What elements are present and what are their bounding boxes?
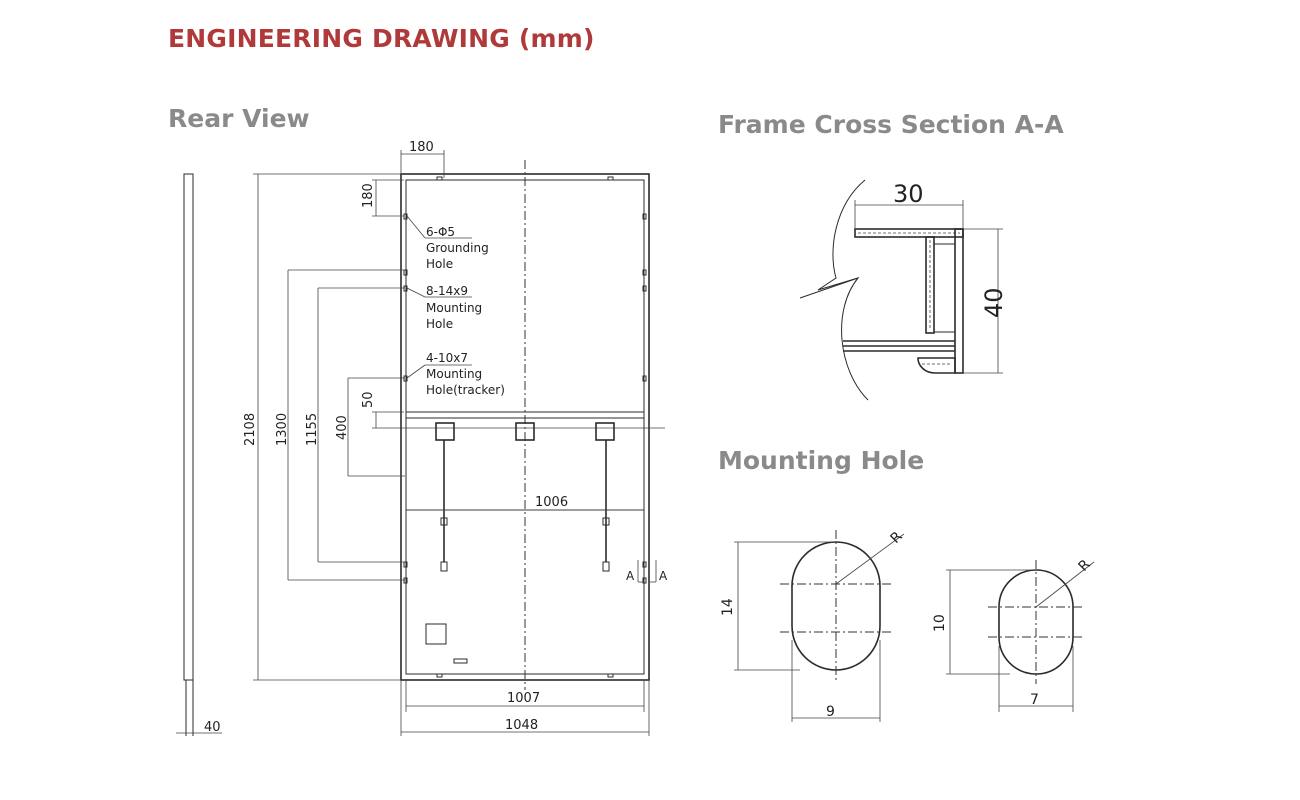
callout-grounding-line2: Hole — [426, 257, 453, 271]
dim-1006: 1006 — [535, 495, 568, 510]
rear-view-drawing: 40 — [176, 140, 668, 736]
frame-cross-section-drawing: 30 40 — [799, 179, 1008, 401]
large-hole-length: 14 — [720, 598, 736, 616]
dim-1007: 1007 — [507, 691, 540, 706]
section-marks — [637, 560, 657, 583]
barcode — [453, 658, 468, 664]
callout-tracker-line2: Hole(tracker) — [426, 383, 505, 397]
section-mark-right: A — [659, 569, 668, 583]
mounting-hole-title: Mounting Hole — [718, 446, 925, 475]
panel-outline — [372, 160, 665, 690]
dim-1300-lines — [287, 269, 405, 581]
dim-2108-lines — [253, 173, 401, 681]
dim-1048-lines — [400, 680, 650, 736]
dim-50: 50 — [361, 391, 376, 408]
small-hole-radius: R — [1076, 556, 1094, 574]
dim-1300: 1300 — [275, 413, 290, 446]
mounting-hole-large: R 14 9 — [720, 528, 906, 722]
dim-side-180-lines — [372, 179, 404, 217]
dim-top-180-lines — [400, 150, 445, 178]
dim-1048: 1048 — [505, 718, 538, 733]
break-line — [817, 179, 869, 401]
large-hole-width: 9 — [826, 704, 835, 720]
dim-top-180: 180 — [409, 140, 434, 155]
label-box — [425, 623, 447, 645]
callout-mounting-hole: 8-14x9 Mounting Hole — [406, 284, 482, 331]
dim-400: 400 — [335, 415, 350, 440]
section-mark-left: A — [626, 569, 635, 583]
dim-1007-lines — [405, 680, 645, 712]
small-hole-width: 7 — [1030, 692, 1039, 708]
dim-frame-40: 40 — [204, 720, 221, 735]
small-hole-length: 10 — [932, 614, 948, 632]
callout-tracker-hole: 4-10x7 Mounting Hole(tracker) — [406, 351, 505, 397]
frame-section-title: Frame Cross Section A-A — [718, 110, 1064, 139]
callout-grounding-line1: Grounding — [426, 241, 489, 255]
callout-grounding-spec: 6-Φ5 — [426, 225, 455, 239]
callout-mounting-line2: Hole — [426, 317, 453, 331]
dim-400-lines — [347, 377, 405, 477]
dim-frame-height: 40 — [980, 287, 1008, 318]
callout-mounting-line1: Mounting — [426, 301, 482, 315]
callout-mounting-spec: 8-14x9 — [426, 284, 468, 298]
dim-1155-lines — [317, 287, 405, 563]
dim-frame-width: 30 — [893, 180, 924, 208]
callout-tracker-spec: 4-10x7 — [426, 351, 468, 365]
frame-side-profile — [176, 173, 222, 736]
dim-1155: 1155 — [305, 413, 320, 446]
page-title: ENGINEERING DRAWING (mm) — [168, 24, 595, 53]
rear-view-title: Rear View — [168, 104, 310, 133]
callout-grounding-hole: 6-Φ5 Grounding Hole — [406, 215, 489, 271]
callout-tracker-line1: Mounting — [426, 367, 482, 381]
junction-boxes — [435, 422, 615, 572]
frame-holes — [403, 176, 647, 678]
break-line-tick — [799, 277, 859, 299]
dim-height-2108: 2108 — [243, 413, 258, 446]
mounting-hole-small: R 10 7 — [932, 556, 1095, 712]
dim-50-lines — [372, 411, 404, 428]
dim-side-180: 180 — [361, 183, 376, 208]
